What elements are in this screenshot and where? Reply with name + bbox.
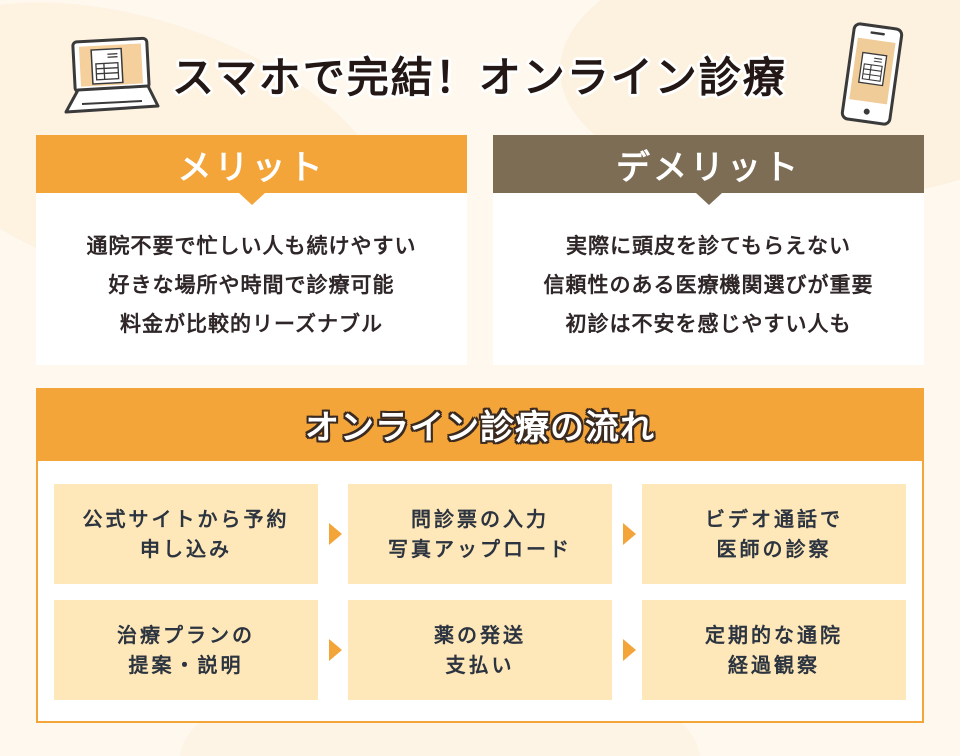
- step-line: 公式サイトから予約: [82, 507, 290, 531]
- laptop-icon: [64, 36, 160, 114]
- merit-heading: メリット: [36, 135, 467, 193]
- demerit-list: 実際に頭皮を診てもらえない 信頼性のある医療機関選びが重要 初診は不安を感じやす…: [493, 193, 924, 344]
- demerit-item: 初診は不安を感じやすい人も: [565, 312, 852, 336]
- flow-step-2: 問診票の入力 写真アップロード: [348, 484, 612, 584]
- merit-item: 通院不要で忙しい人も続けやすい: [86, 234, 417, 258]
- flow-step-1: 公式サイトから予約 申し込み: [54, 484, 318, 584]
- step-line: 医師の診察: [716, 537, 832, 561]
- demerit-panel: デメリット 実際に頭皮を診てもらえない 信頼性のある医療機関選びが重要 初診は不…: [493, 135, 924, 365]
- step-line: 薬の発送: [434, 623, 526, 647]
- title-banner: スマホで完結！オンライン診療: [0, 14, 960, 126]
- step-line: 申し込み: [140, 537, 232, 561]
- page-title: スマホで完結！オンライン診療: [172, 53, 787, 102]
- step-line: 定期的な通院: [705, 623, 843, 647]
- demerit-heading: デメリット: [493, 135, 924, 193]
- flow-step-5: 薬の発送 支払い: [348, 600, 612, 700]
- merit-panel: メリット 通院不要で忙しい人も続けやすい 好きな場所や時間で診療可能 料金が比較…: [36, 135, 467, 365]
- flow-title: オンライン診療の流れ: [305, 408, 655, 448]
- arrow-right-icon: [329, 523, 342, 545]
- flow-header: オンライン診療の流れ: [36, 388, 924, 461]
- flow-step-6: 定期的な通院 経過観察: [642, 600, 906, 700]
- flow-step-4: 治療プランの 提案・説明: [54, 600, 318, 700]
- arrow-right-icon: [623, 523, 636, 545]
- step-line: 問診票の入力: [411, 507, 549, 531]
- flow-panel: オンライン診療の流れ 公式サイトから予約 申し込み 問診票の入力 写真アップロー…: [36, 388, 924, 723]
- step-line: 写真アップロード: [388, 537, 572, 561]
- merit-item: 料金が比較的リーズナブル: [120, 312, 383, 336]
- step-line: 経過観察: [728, 653, 820, 677]
- flow-step-3: ビデオ通話で 医師の診察: [642, 484, 906, 584]
- demerit-item: 信頼性のある医療機関選びが重要: [543, 273, 874, 297]
- step-line: 治療プランの: [117, 623, 255, 647]
- smartphone-icon: [840, 22, 904, 126]
- step-line: ビデオ通話で: [705, 507, 843, 531]
- arrow-right-icon: [623, 639, 636, 661]
- merit-item: 好きな場所や時間で診療可能: [108, 273, 395, 297]
- demerit-item: 実際に頭皮を診てもらえない: [566, 234, 851, 258]
- step-line: 支払い: [445, 653, 515, 677]
- arrow-right-icon: [329, 639, 342, 661]
- merit-list: 通院不要で忙しい人も続けやすい 好きな場所や時間で診療可能 料金が比較的リーズナ…: [36, 193, 467, 344]
- step-line: 提案・説明: [128, 653, 244, 677]
